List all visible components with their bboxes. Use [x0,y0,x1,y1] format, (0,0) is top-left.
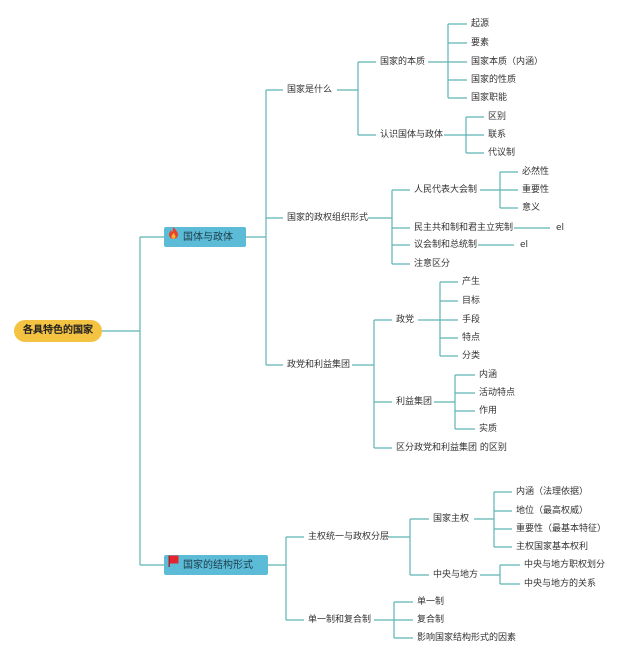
leaf-topic[interactable]: 手段 [462,315,481,325]
topic-npc-system[interactable]: 人民代表大会制 [414,185,478,195]
leaf-topic[interactable]: 代议制 [488,148,516,158]
leaf-topic[interactable]: 产生 [462,277,481,287]
leaf-topic[interactable]: 重要性（最基本特征） [516,524,607,534]
leaf-topic[interactable]: 联系 [488,130,507,140]
fire-icon [168,227,179,247]
topic-parliament-president[interactable]: 议会制和总统制 [414,240,478,250]
leaf-topic[interactable]: 目标 [462,296,481,306]
branch-label: 国家的结构形式 [183,560,253,571]
leaf-topic[interactable]: 要素 [471,38,490,48]
topic-distinguish[interactable]: 注意区分 [414,259,451,269]
leaf-topic[interactable]: 必然性 [522,167,550,177]
leaf-topic[interactable]: 中央与地方职权划分 [524,560,606,570]
topic-polity-regime[interactable]: 认识国体与政体 [380,130,444,140]
branch-label: 国体与政体 [183,232,233,243]
leaf-topic[interactable]: 区别 [488,112,507,122]
root-topic[interactable]: 各具特色的国家 [14,320,102,342]
leaf-tag[interactable]: el [556,223,565,233]
topic-what-is-state[interactable]: 国家是什么 [287,85,333,95]
leaf-topic[interactable]: 复合制 [417,615,445,625]
topic-central-local[interactable]: 中央与地方 [433,570,479,580]
topic-interest-group[interactable]: 利益集团 [396,397,433,407]
leaf-topic[interactable]: 分类 [462,351,481,361]
leaf-topic[interactable]: 国家的性质 [471,75,517,85]
leaf-tag[interactable]: el [520,240,529,250]
leaf-topic[interactable]: 国家本质（内涵） [471,57,544,67]
topic-parties-groups[interactable]: 政党和利益集团 [287,360,351,370]
branch-polity[interactable]: 国体与政体 [164,227,246,247]
leaf-topic[interactable]: 中央与地方的关系 [524,579,597,589]
leaf-topic[interactable]: 地位（最高权威） [516,506,589,516]
leaf-topic[interactable]: 重要性 [522,185,550,195]
leaf-topic[interactable]: 意义 [522,203,541,213]
leaf-topic[interactable]: 作用 [479,406,498,416]
branch-structure[interactable]: 国家的结构形式 [164,555,268,575]
leaf-topic[interactable]: 单一制 [417,597,445,607]
leaf-topic[interactable]: 内涵 [479,370,498,380]
topic-republic-monarchy[interactable]: 民主共和制和君主立宪制 [414,223,514,233]
leaf-topic[interactable]: 主权国家基本权利 [516,542,589,552]
leaf-topic[interactable]: 活动特点 [479,388,516,398]
leaf-topic[interactable]: 特点 [462,333,481,343]
topic-sovereignty-levels[interactable]: 主权统一与政权分层 [308,532,390,542]
leaf-topic[interactable]: 内涵（法理依据） [516,487,589,497]
topic-party-vs-group[interactable]: 区分政党和利益集团 的区别 [396,443,507,453]
leaf-topic[interactable]: 国家职能 [471,93,508,103]
topic-unitary-compound[interactable]: 单一制和复合制 [308,615,372,625]
topic-sovereignty[interactable]: 国家主权 [433,514,470,524]
leaf-topic[interactable]: 影响国家结构形式的因素 [417,633,517,643]
topic-party[interactable]: 政党 [396,315,415,325]
leaf-topic[interactable]: 实质 [479,424,498,434]
leaf-topic[interactable]: 起源 [471,19,490,29]
topic-government-form[interactable]: 国家的政权组织形式 [287,213,369,223]
topic-state-essence[interactable]: 国家的本质 [380,57,426,67]
flag-icon [168,555,179,575]
